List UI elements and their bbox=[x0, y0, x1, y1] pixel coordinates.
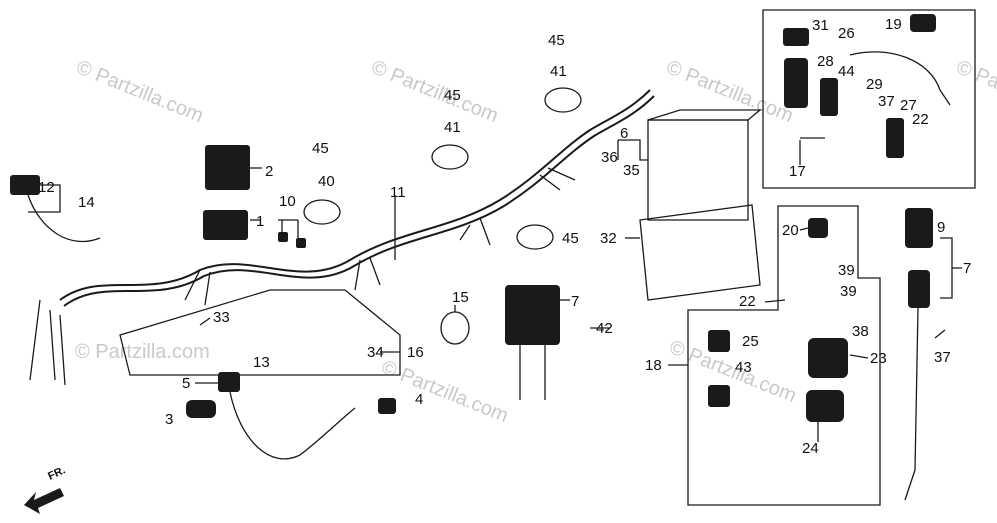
callout-36: 36 bbox=[601, 149, 618, 166]
callout-26: 25 bbox=[742, 333, 759, 350]
callout-33: 33 bbox=[213, 309, 230, 326]
part-25-unit bbox=[820, 78, 838, 116]
part-31-unit bbox=[783, 28, 809, 46]
watermark: © Partzilla.com bbox=[378, 356, 511, 427]
callout-25: 26 bbox=[838, 25, 855, 42]
callout-10: 9 bbox=[937, 219, 945, 236]
callout-45: 45 bbox=[444, 87, 461, 104]
watermark: © Partzilla.com bbox=[368, 56, 501, 127]
callout-2: 2 bbox=[265, 163, 273, 180]
part-9-switch bbox=[908, 270, 930, 308]
callout-19: 18 bbox=[645, 357, 662, 374]
part-20-unit bbox=[910, 14, 936, 32]
callout-43: 43 bbox=[735, 359, 752, 376]
part-23-starter-relay bbox=[808, 338, 848, 378]
callout-41: 40 bbox=[318, 173, 335, 190]
callout-14: 13 bbox=[253, 354, 270, 371]
part-45-band bbox=[516, 224, 554, 250]
part-19-unit bbox=[708, 385, 730, 407]
leader-lines bbox=[28, 137, 962, 442]
part-41-band bbox=[431, 144, 469, 170]
callout-4: 5 bbox=[182, 375, 190, 392]
callout-6: 6 bbox=[620, 125, 628, 142]
callout-37: 37 bbox=[878, 93, 895, 110]
front-direction-arrow: FR. bbox=[24, 464, 67, 514]
part-21-cap bbox=[808, 218, 828, 238]
callout-12: 11 bbox=[390, 184, 406, 201]
part-32-battery-case bbox=[639, 204, 761, 301]
part-2-unit bbox=[205, 145, 250, 190]
callout-23: 23 bbox=[870, 350, 887, 367]
callout-24: 24 bbox=[802, 440, 819, 457]
part-26-unit bbox=[708, 330, 730, 352]
part-10-bracket bbox=[905, 208, 933, 248]
part-4-unit bbox=[218, 372, 240, 392]
callout-39: 39 bbox=[838, 262, 855, 279]
part-24-cover bbox=[806, 390, 844, 422]
callout-34: 34 bbox=[367, 344, 384, 361]
callout-7: 7 bbox=[571, 293, 579, 310]
callout-17: 15 bbox=[452, 289, 469, 306]
callout-5: 4 bbox=[415, 391, 423, 408]
part-3-unit bbox=[186, 400, 216, 418]
callout-42: 42 bbox=[596, 320, 613, 337]
callout-41: 41 bbox=[444, 119, 461, 136]
watermark: © Partzilla.com bbox=[73, 56, 206, 127]
part-28-unit bbox=[784, 58, 808, 108]
callout-20: 19 bbox=[885, 16, 902, 33]
callout-44: 44 bbox=[838, 63, 855, 80]
watermark: © Partzilla.com bbox=[666, 336, 799, 407]
part-41-band bbox=[303, 199, 341, 225]
callout-41: 41 bbox=[550, 63, 567, 80]
part-7-regulator bbox=[505, 285, 560, 345]
part-11-grommet bbox=[278, 232, 288, 242]
callout-22: 22 bbox=[739, 293, 756, 310]
callout-16: 16 bbox=[407, 344, 424, 361]
callout-40: 39 bbox=[840, 283, 857, 300]
fr-label: FR. bbox=[46, 464, 67, 482]
callout-21: 20 bbox=[782, 222, 799, 239]
part-1-unit bbox=[203, 210, 248, 240]
part-27-unit bbox=[886, 118, 904, 158]
callout-1: 1 bbox=[256, 213, 264, 230]
part-41-band bbox=[544, 87, 582, 113]
callout-35: 35 bbox=[623, 162, 640, 179]
callout-22: 22 bbox=[912, 111, 929, 128]
watermark: © Partzilla.com bbox=[663, 56, 796, 127]
part-17-band bbox=[440, 311, 470, 345]
callout-45: 45 bbox=[312, 140, 329, 157]
part-11-grommet bbox=[296, 238, 306, 248]
callout-11: 10 bbox=[279, 193, 296, 210]
callout-labels: 2 1 12 14 10 45 40 45 41 45 41 11 6 36 3… bbox=[38, 16, 971, 457]
callout-29: 29 bbox=[866, 76, 883, 93]
callout-3: 3 bbox=[165, 411, 173, 428]
callout-9: 7 bbox=[963, 260, 971, 277]
callout-45: 45 bbox=[548, 32, 565, 49]
watermark: © Partzilla.com bbox=[75, 341, 210, 363]
callout-45: 45 bbox=[562, 230, 579, 247]
callout-32: 32 bbox=[600, 230, 617, 247]
callout-18: 17 bbox=[789, 163, 806, 180]
callout-27: 27 bbox=[900, 97, 917, 114]
callout-28: 28 bbox=[817, 53, 834, 70]
part-6-battery bbox=[647, 119, 749, 221]
part-5-cap bbox=[378, 398, 396, 414]
callout-39: 38 bbox=[852, 323, 869, 340]
callout-13: 12 bbox=[38, 179, 55, 196]
part-13-connector bbox=[10, 175, 40, 195]
callout-15: 14 bbox=[78, 194, 95, 211]
callout-38: 37 bbox=[934, 349, 951, 366]
sub-assembly-boxes bbox=[119, 9, 976, 506]
main-wire-harness bbox=[29, 89, 655, 386]
callout-31: 31 bbox=[812, 17, 829, 34]
component-drawings bbox=[10, 14, 951, 501]
